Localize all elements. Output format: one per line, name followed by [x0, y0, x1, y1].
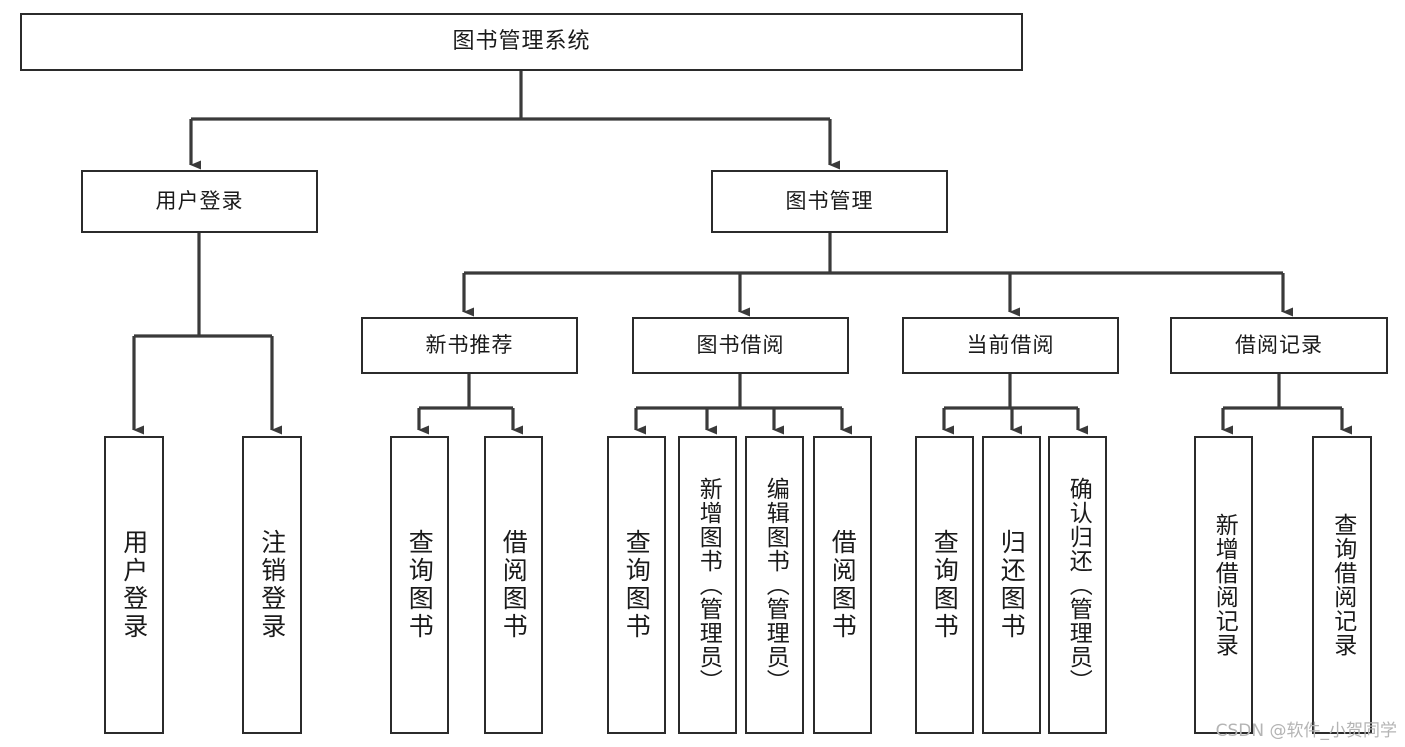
node-label: 借阅图书: [499, 529, 529, 641]
node-leaf-user-logout[interactable]: 注销登录: [242, 436, 302, 734]
node-label: 用户登录: [119, 529, 149, 641]
node-label: 查询图书: [405, 529, 435, 641]
node-leaf-borrow-book-2[interactable]: 借阅图书: [813, 436, 872, 734]
watermark-text: CSDN @软件_小贺同学: [1215, 721, 1397, 741]
node-leaf-edit-book[interactable]: 编辑图书（管理员）: [745, 436, 804, 734]
node-leaf-add-book[interactable]: 新增图书（管理员）: [678, 436, 737, 734]
node-label: 当前借阅: [966, 333, 1055, 358]
node-label: 借阅记录: [1235, 333, 1323, 358]
node-current-borrow[interactable]: 当前借阅: [902, 317, 1119, 374]
node-label: 用户登录: [155, 189, 244, 214]
node-label: 图书管理系统: [452, 29, 591, 55]
node-leaf-borrow-book-1[interactable]: 借阅图书: [484, 436, 543, 734]
node-label: 查询图书: [930, 529, 960, 641]
node-label: 注销登录: [257, 529, 287, 641]
node-label: 查询图书: [622, 529, 652, 641]
node-label: 图书管理: [785, 189, 874, 214]
node-leaf-add-record[interactable]: 新增借阅记录: [1194, 436, 1253, 734]
node-label: 图书借阅: [696, 333, 785, 358]
node-new-book-recommend[interactable]: 新书推荐: [361, 317, 578, 374]
node-leaf-query-record[interactable]: 查询借阅记录: [1312, 436, 1372, 734]
node-book-management[interactable]: 图书管理: [711, 170, 948, 233]
node-label: 归还图书: [997, 529, 1027, 641]
node-leaf-query-book-2[interactable]: 查询图书: [607, 436, 666, 734]
node-user-login[interactable]: 用户登录: [81, 170, 318, 233]
node-borrow-record[interactable]: 借阅记录: [1170, 317, 1388, 374]
node-label: 新书推荐: [425, 333, 514, 358]
node-leaf-query-book-1[interactable]: 查询图书: [390, 436, 449, 734]
node-leaf-query-book-3[interactable]: 查询图书: [915, 436, 974, 734]
node-label: 查询借阅记录: [1329, 513, 1356, 657]
node-label: 借阅图书: [828, 529, 858, 641]
node-book-borrow[interactable]: 图书借阅: [632, 317, 849, 374]
node-leaf-confirm-return[interactable]: 确认归还（管理员）: [1048, 436, 1107, 734]
node-label: 新增图书（管理员）: [695, 477, 722, 693]
node-label: 新增借阅记录: [1211, 513, 1238, 657]
node-label: 编辑图书（管理员）: [762, 477, 789, 693]
node-root-book-management-system[interactable]: 图书管理系统: [20, 13, 1023, 71]
node-leaf-user-login[interactable]: 用户登录: [104, 436, 164, 734]
node-label: 确认归还（管理员）: [1065, 477, 1092, 693]
node-leaf-return-book[interactable]: 归还图书: [982, 436, 1041, 734]
